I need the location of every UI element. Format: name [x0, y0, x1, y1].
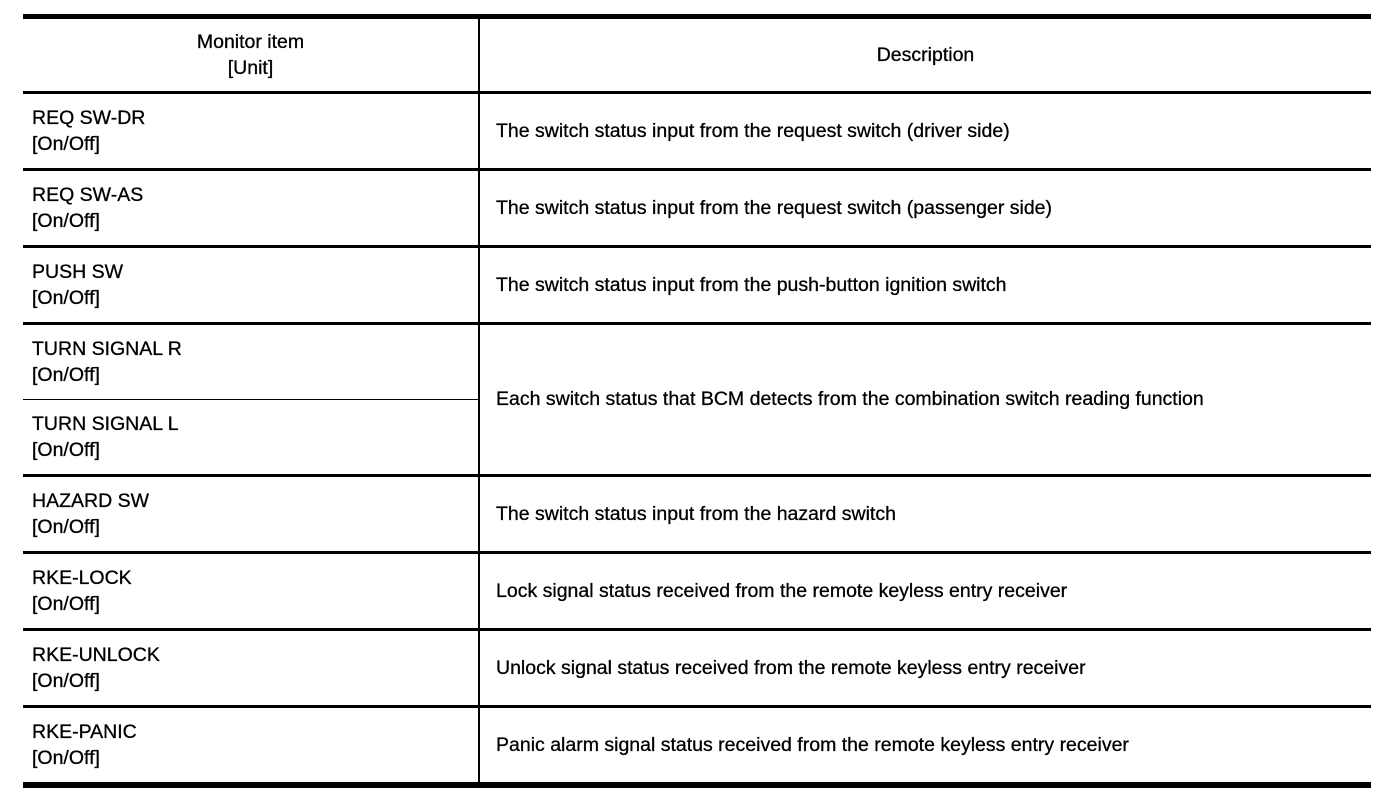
- monitor-item-table: Monitor item [Unit] Description REQ SW-D…: [23, 14, 1371, 788]
- monitor-item-cell: REQ SW-AS [On/Off]: [23, 168, 480, 247]
- description-cell: The switch status input from the hazard …: [479, 474, 1371, 553]
- description-cell: Panic alarm signal status received from …: [479, 705, 1371, 785]
- monitor-item-name: REQ SW-AS: [32, 184, 144, 206]
- monitor-item-name: REQ SW-DR: [32, 107, 146, 129]
- description-cell: Unlock signal status received from the r…: [479, 628, 1371, 707]
- column-header-monitor-item-unit: [Unit]: [227, 57, 274, 79]
- monitor-item-cell: RKE-PANIC [On/Off]: [23, 705, 480, 785]
- table-row: REQ SW-AS [On/Off] The switch status inp…: [23, 168, 1371, 247]
- table-row: HAZARD SW [On/Off] The switch status inp…: [23, 474, 1371, 553]
- monitor-item-name: TURN SIGNAL R: [32, 338, 182, 360]
- monitor-item-unit: [On/Off]: [32, 364, 100, 386]
- monitor-item-name: HAZARD SW: [32, 490, 149, 512]
- table-row: REQ SW-DR [On/Off] The switch status inp…: [23, 91, 1371, 170]
- table-row: PUSH SW [On/Off] The switch status input…: [23, 245, 1371, 324]
- table-row: RKE-LOCK [On/Off] Lock signal status rec…: [23, 551, 1371, 630]
- monitor-item-unit: [On/Off]: [32, 747, 100, 769]
- monitor-item-name: RKE-UNLOCK: [32, 644, 160, 666]
- monitor-item-cell: REQ SW-DR [On/Off]: [23, 91, 480, 170]
- monitor-item-name: RKE-LOCK: [32, 567, 132, 589]
- monitor-item-unit: [On/Off]: [32, 593, 100, 615]
- column-header-description-label: Description: [876, 44, 975, 66]
- monitor-item-cell: RKE-LOCK [On/Off]: [23, 551, 480, 630]
- monitor-item-unit: [On/Off]: [32, 133, 100, 155]
- column-header-monitor-item: Monitor item [Unit]: [23, 16, 480, 94]
- column-header-monitor-item-line1: Monitor item: [196, 31, 305, 53]
- monitor-item-unit: [On/Off]: [32, 516, 100, 538]
- description-cell: Lock signal status received from the rem…: [479, 551, 1371, 630]
- description-cell: The switch status input from the push-bu…: [479, 245, 1371, 324]
- monitor-item-unit: [On/Off]: [32, 287, 100, 309]
- monitor-item-cell: TURN SIGNAL L [On/Off]: [23, 399, 480, 476]
- monitor-item-cell: HAZARD SW [On/Off]: [23, 474, 480, 553]
- table-row: TURN SIGNAL R [On/Off] Each switch statu…: [23, 322, 1371, 476]
- monitor-item-cell: RKE-UNLOCK [On/Off]: [23, 628, 480, 707]
- description-cell-merged: Each switch status that BCM detects from…: [479, 322, 1371, 476]
- monitor-item-unit: [On/Off]: [32, 210, 100, 232]
- monitor-item-name: TURN SIGNAL L: [32, 413, 179, 435]
- monitor-item-unit: [On/Off]: [32, 439, 100, 461]
- column-header-description: Description: [479, 16, 1371, 94]
- monitor-item-unit: [On/Off]: [32, 670, 100, 692]
- document-page: Monitor item [Unit] Description REQ SW-D…: [23, 14, 1371, 788]
- description-cell: The switch status input from the request…: [479, 91, 1371, 170]
- monitor-item-name: RKE-PANIC: [32, 721, 137, 743]
- table-row: RKE-PANIC [On/Off] Panic alarm signal st…: [23, 705, 1371, 785]
- description-cell: The switch status input from the request…: [479, 168, 1371, 247]
- monitor-item-name: PUSH SW: [32, 261, 124, 283]
- table-header-row: Monitor item [Unit] Description: [23, 16, 1371, 94]
- monitor-item-cell: TURN SIGNAL R [On/Off]: [23, 322, 480, 400]
- monitor-item-cell: PUSH SW [On/Off]: [23, 245, 480, 324]
- table-row: RKE-UNLOCK [On/Off] Unlock signal status…: [23, 628, 1371, 707]
- table-row: TURN SIGNAL L [On/Off]: [23, 399, 1371, 476]
